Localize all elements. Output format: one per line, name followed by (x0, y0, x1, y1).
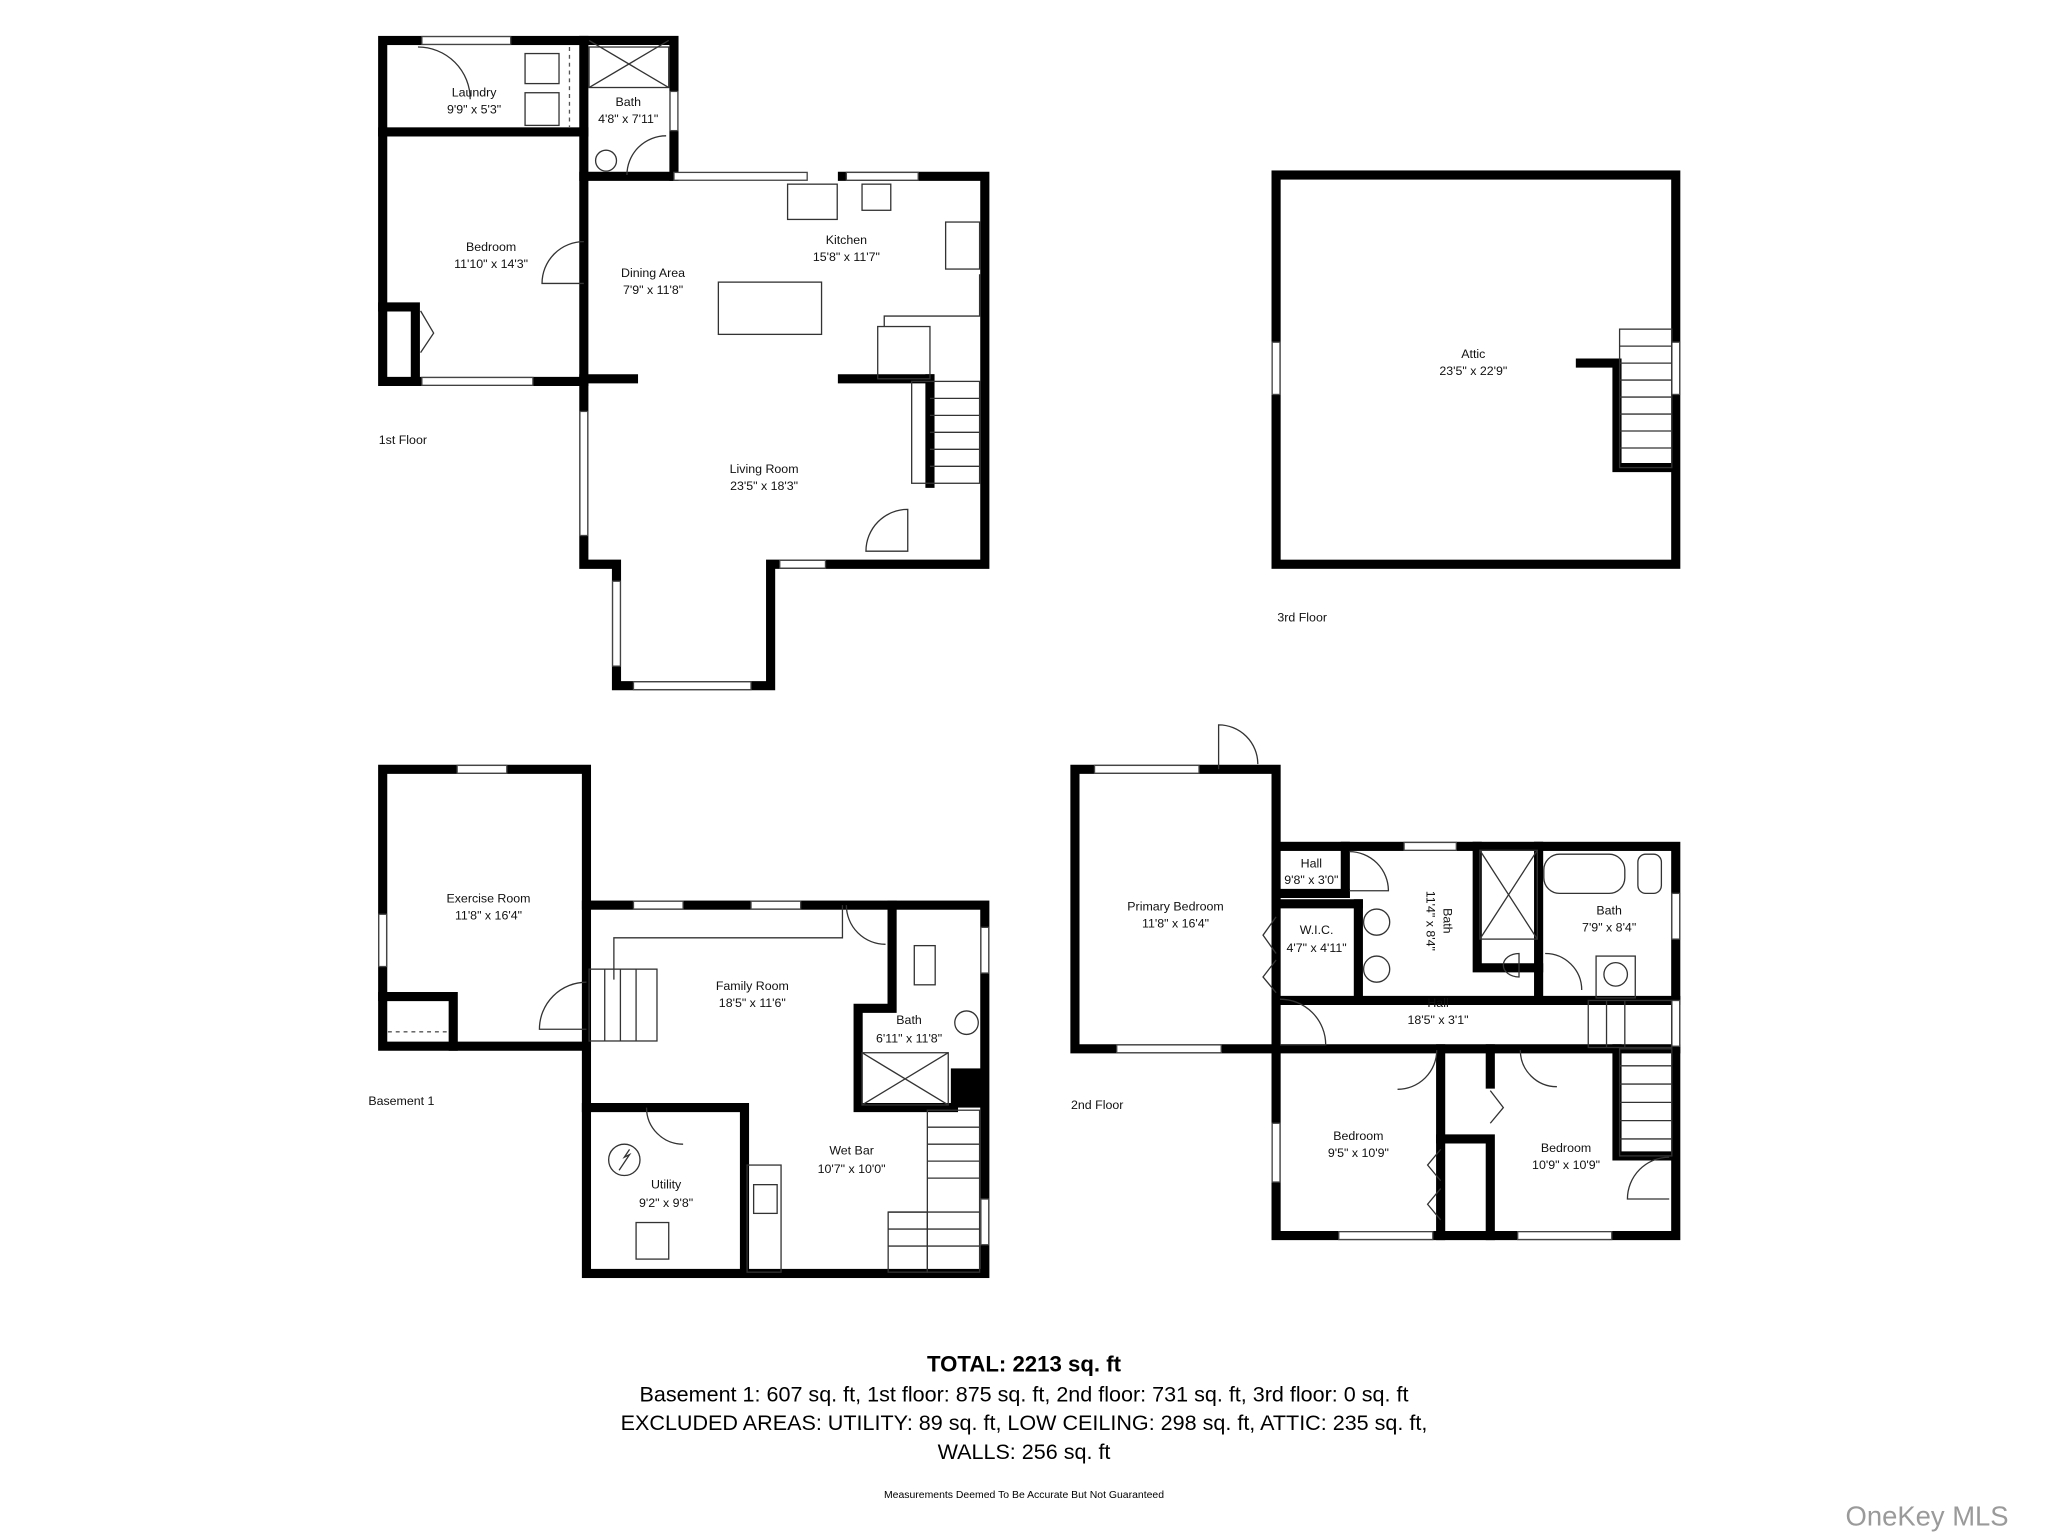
room-dims: 18'5" x 3'1" (1408, 1013, 1469, 1027)
room-dims: 10'7" x 10'0" (818, 1162, 886, 1176)
floor-label: Basement 1 (368, 1094, 434, 1108)
floor-label: 3rd Floor (1277, 611, 1327, 625)
third-floor-plan: Attic 23'5" x 22'9" 3rd Floor (1271, 170, 1681, 625)
second-floor-plan: Primary Bedroom 11'8" x 16'4" Hall 9'8" … (1070, 724, 1681, 1241)
room-name: Bath (1440, 908, 1454, 934)
room-name: Bath (896, 1013, 922, 1027)
excluded-areas: EXCLUDED AREAS: UTILITY: 89 sq. ft, LOW … (621, 1410, 1428, 1435)
room-dims: 18'5" x 11'6" (719, 996, 786, 1010)
floor-label: 2nd Floor (1071, 1098, 1123, 1112)
floor-label: 1st Floor (379, 433, 427, 447)
room-dims: 15'8" x 11'7" (813, 250, 880, 264)
first-floor-plan: Laundry 9'9" x 5'3" Bath 4'8" x 7'11" Be… (378, 35, 990, 691)
room-dims: 23'5" x 22'9" (1439, 364, 1507, 378)
total-area: TOTAL: 2213 sq. ft (927, 1351, 1122, 1376)
room-name: Bedroom (1333, 1129, 1383, 1143)
room-name: Laundry (452, 86, 498, 100)
room-name: Attic (1461, 347, 1485, 361)
basement-floor-plan: Exercise Room 11'8" x 16'4" Family Room … (368, 764, 990, 1279)
room-dims: 9'8" x 3'0" (1284, 873, 1338, 887)
room-dims: 23'5" x 18'3" (730, 479, 798, 493)
room-dims: 7'9" x 8'4" (1582, 920, 1636, 934)
room-name: Kitchen (826, 233, 867, 247)
room-dims: 11'4" x 8'4" (1423, 891, 1437, 951)
room-dims: 11'8" x 16'4" (1142, 916, 1209, 930)
room-name: Hall (1301, 856, 1322, 870)
area-summary: TOTAL: 2213 sq. ft Basement 1: 607 sq. f… (621, 1351, 1428, 1501)
room-dims: 9'5" x 10'9" (1328, 1146, 1389, 1160)
walls-area: WALLS: 256 sq. ft (938, 1439, 1111, 1464)
room-dims: 11'8" x 16'4" (455, 909, 522, 923)
room-name: Dining Area (621, 266, 685, 280)
room-dims: 11'10" x 14'3" (454, 257, 528, 271)
room-dims: 9'2" x 9'8" (639, 1196, 693, 1210)
disclaimer: Measurements Deemed To Be Accurate But N… (884, 1490, 1164, 1501)
watermark-logo: OneKey MLS (1846, 1501, 2009, 1532)
room-name: Family Room (716, 979, 789, 993)
room-name: Wet Bar (829, 1144, 874, 1158)
room-dims: 4'7" x 4'11" (1286, 941, 1346, 955)
room-name: Exercise Room (446, 892, 530, 906)
room-name: Bedroom (466, 240, 516, 254)
room-name: Hall (1427, 996, 1448, 1010)
room-name: Primary Bedroom (1127, 899, 1223, 913)
room-name: Living Room (730, 462, 799, 476)
room-name: Bath (615, 95, 641, 109)
room-dims: 10'9" x 10'9" (1532, 1158, 1600, 1172)
room-name: W.I.C. (1300, 923, 1334, 937)
room-name: Bedroom (1541, 1141, 1591, 1155)
room-dims: 9'9" x 5'3" (447, 103, 501, 117)
room-dims: 7'9" x 11'8" (623, 283, 683, 297)
room-name: Utility (651, 1178, 682, 1192)
floor-areas: Basement 1: 607 sq. ft, 1st floor: 875 s… (640, 1381, 1409, 1406)
room-name: Bath (1596, 903, 1622, 917)
room-dims: 4'8" x 7'11" (598, 112, 658, 126)
room-dims: 6'11" x 11'8" (876, 1031, 942, 1045)
